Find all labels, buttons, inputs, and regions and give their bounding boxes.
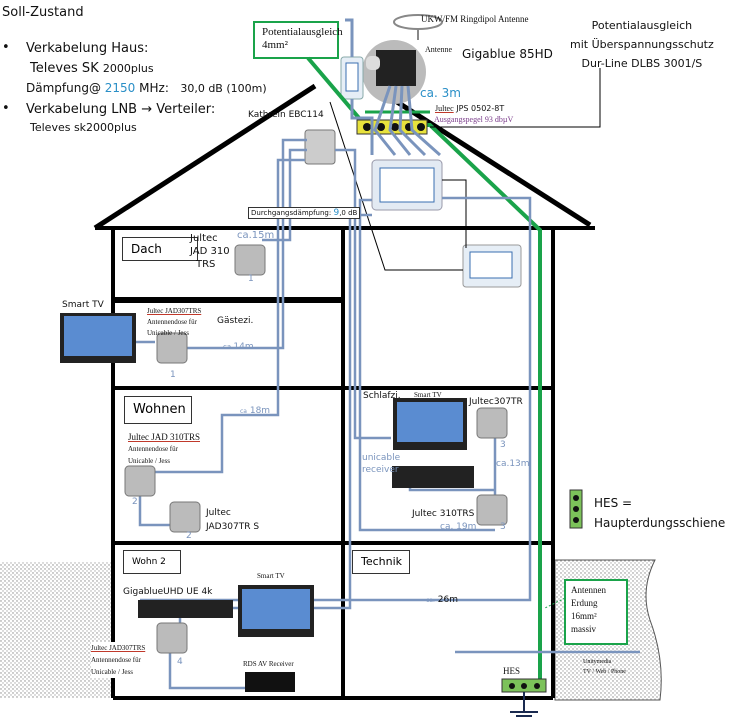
lnb-cables — [345, 18, 441, 157]
bullet-icon: • — [2, 101, 10, 116]
schlafzi-port1-number: 3 — [500, 440, 506, 450]
av-receiver — [245, 672, 295, 692]
socket-wohnen-1 — [124, 465, 156, 497]
hes-label: HES — [503, 666, 521, 676]
page-title: Soll-Zustand — [2, 5, 84, 20]
attenuation-spec: Dämpfung@ 2150 MHz: 30,0 dB (100m) — [26, 81, 267, 95]
schlafzi-device2-label: Jultec 310TRS — [412, 509, 475, 519]
ground-wire — [306, 56, 542, 690]
schlafzi-cable2-length: ca. 19m — [440, 522, 477, 532]
socket-wohn2 — [156, 622, 188, 654]
room-schlafzi: Schlafzi. — [363, 391, 401, 401]
gaeste-tv-label: Smart TV — [62, 300, 104, 310]
splitter-label: Kathrein EBC114 — [248, 110, 324, 120]
hes-legend: HES =Haupterdungsschiene — [594, 496, 726, 530]
wohn2-receiver-label: GigablueUHD UE 4k — [123, 587, 213, 597]
wohn2-port-number: 4 — [177, 657, 183, 667]
socket-schlafzi-2 — [476, 494, 508, 526]
tv-icons — [60, 313, 467, 637]
splitter-icon — [304, 129, 336, 165]
av-receiver-label: RDS AV Receiver — [243, 660, 294, 668]
dish-model-label: Gigablue 85HD — [462, 47, 553, 61]
schlafzi-device1-label: Jultec307TR — [469, 397, 523, 407]
receiver-wohn2 — [138, 600, 233, 618]
dach-port-number: 1 — [248, 274, 254, 284]
receiver-schlafzi — [392, 466, 474, 488]
bullet-icon: • — [2, 40, 10, 55]
schlafzi-cable1-length: ca.13m — [496, 459, 530, 469]
room-wohn2: Wohn 2 — [123, 550, 181, 574]
bullet-label: Verkabelung Haus: — [26, 41, 149, 56]
multiswitch-label: Jultec JPS 0502-8T — [435, 104, 505, 113]
gaeste-port-number: 1 — [170, 370, 176, 380]
output-level-label: Ausgangspegel 93 dbµV — [434, 115, 514, 124]
wohnen-port2-number: 2 — [186, 531, 192, 541]
attenuation-box: Durchgangsdämpfung: 9,0 dB — [248, 207, 361, 219]
socket-dach — [234, 244, 266, 276]
soil-left — [0, 562, 112, 698]
wohnen-cable-length: ca 18m — [240, 406, 271, 416]
roof-outline — [93, 83, 317, 231]
ukw-label: UKW/FM Ringdipol Antenne — [421, 14, 529, 24]
bullet-label: Verkabelung LNB → Verteiler: — [26, 102, 216, 117]
wohn2-tv-label: Smart TV — [257, 572, 285, 580]
room-wohnen: Wohnen — [124, 396, 192, 424]
antenne-label: Antenne — [425, 45, 453, 54]
room-gaeste: Gästezi. — [217, 316, 254, 326]
socket-gaeste — [156, 332, 188, 364]
grounding-box-frame — [564, 579, 628, 645]
wall-sockets — [124, 244, 508, 654]
wohnen-port1-number: 2 — [132, 497, 138, 507]
roof-outline-right — [370, 83, 592, 228]
cable-type: Televes SK 2000plus — [30, 61, 154, 76]
room-technik: Technik — [352, 550, 410, 574]
socket-schlafzi-1 — [476, 407, 508, 439]
gaeste-cable-length: ca.14m — [223, 342, 254, 352]
technik-cable-length: ca. 26m — [426, 595, 458, 605]
potential-box-frame — [253, 21, 339, 59]
socket-wohnen-2 — [169, 501, 201, 533]
lnb-cable-type: Televes sk2000plus — [30, 121, 137, 134]
lnb-icon — [376, 50, 416, 86]
distribution-cables — [113, 138, 640, 690]
dach-cable-length: ca.15m — [237, 230, 275, 241]
schlafzi-tv-label: Smart TV — [414, 391, 442, 399]
room-dach: Dach — [122, 237, 198, 261]
lnb-cable-length: ca. 3m — [420, 86, 461, 100]
schlafzi-port2-number: 3 — [500, 522, 506, 532]
